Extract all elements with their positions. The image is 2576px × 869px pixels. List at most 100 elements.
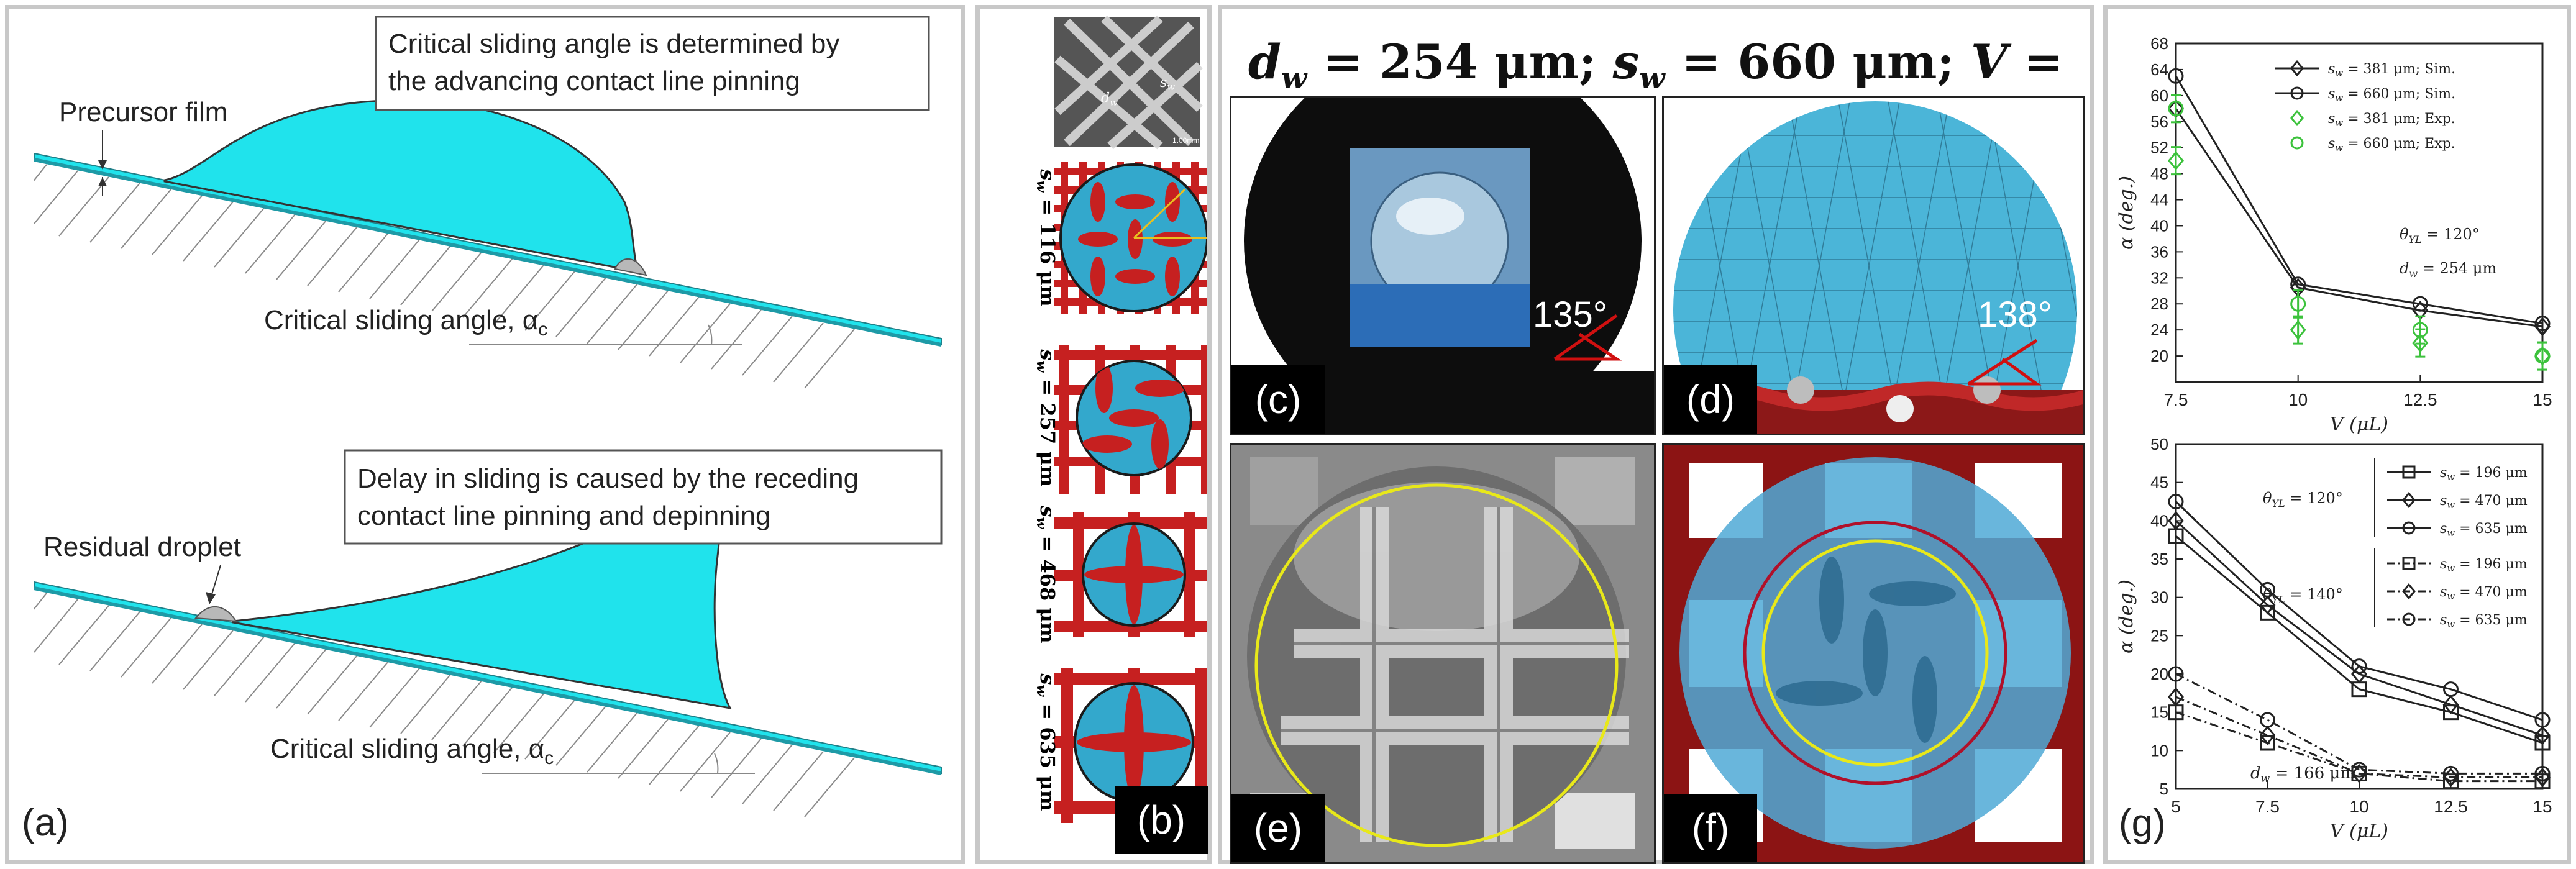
- precursor-arrow-head: [98, 160, 107, 170]
- chart-1-series-2-point: [2168, 494, 2184, 509]
- chart-1-series-2-point: [2534, 712, 2551, 728]
- chart-1-legend-marker: [2402, 521, 2416, 535]
- render-f-svg: [1664, 445, 2083, 862]
- chart-1-series-5-point: [2168, 666, 2184, 682]
- chart-0-ytick-label: 24: [2150, 321, 2168, 339]
- sw-label-116: sw = 116 μm: [1033, 168, 1059, 306]
- photo-c: 135° (c): [1230, 96, 1656, 435]
- chart-0-series-3-point: [2534, 348, 2551, 364]
- angle-c: 135°: [1533, 294, 1607, 335]
- chart-0-dw-annotation: dw = 254 μm: [2400, 260, 2496, 280]
- chart-1-legend-label: sw = 196 μm: [2440, 557, 2528, 574]
- chart-1-legend-label: sw = 635 μm: [2440, 521, 2528, 539]
- chart-1-series-3-point: [2260, 735, 2275, 751]
- sw-label-635: sw = 635 μm: [1033, 673, 1059, 811]
- chart-1-series-3-point: [2443, 773, 2459, 789]
- chart-1-series-4-point: [2442, 767, 2459, 788]
- chart-1-legend-label: sw = 470 μm: [2440, 493, 2528, 511]
- chart-1-legend-marker: [2402, 491, 2416, 509]
- chart-1-legend-marker: [2402, 557, 2416, 570]
- chart-1-theta-group-1: θYL = 140°: [2263, 586, 2343, 606]
- render-d: 138° (d): [1662, 96, 2085, 435]
- chart-0-ytick-label: 28: [2150, 294, 2168, 313]
- chart-1-series-4-line: [2175, 696, 2542, 778]
- chart-0-series-1-point: [2412, 296, 2428, 312]
- chart-0-series-0-line: [2175, 107, 2543, 328]
- chart-1-series-4-point: [2259, 726, 2276, 745]
- chart-1-series-5-point: [2443, 765, 2459, 781]
- chart-1-series-4-point: [2168, 687, 2184, 707]
- chart-0-legend-label: sw = 660 μm; Exp.: [2328, 136, 2455, 153]
- chart-0-xlabel: V (μL): [2330, 414, 2388, 435]
- chart-1-series-0-line: [2175, 535, 2543, 744]
- chart-0-xtick-label: 10: [2288, 390, 2308, 409]
- chart-0-frame: [2175, 42, 2544, 383]
- photo-e: (e): [1230, 443, 1656, 864]
- chart-0-series-1-line: [2175, 75, 2543, 325]
- chart-1-series-2-point: [2260, 581, 2275, 598]
- chart-1-series-1-point: [2442, 694, 2459, 714]
- angle-arc-top: [708, 324, 713, 345]
- pinning-ridge-top: [614, 258, 647, 276]
- chart-1-ytick-label: 35: [2150, 550, 2168, 568]
- sem-weave: [1054, 15, 1203, 150]
- chart-0-series-3-point: [2412, 322, 2428, 338]
- chart-1-ytick-label: 10: [2150, 741, 2168, 760]
- top-scene: [34, 99, 942, 389]
- chart-0-legend-label: sw = 381 μm; Exp.: [2328, 111, 2455, 129]
- chart-1-legend-marker: [2402, 465, 2416, 479]
- chart-1-theta-group-0: θYL = 120°: [2263, 489, 2343, 509]
- substrate-line-top: [34, 158, 942, 347]
- chart-1-series-5-line: [2175, 673, 2542, 775]
- chart-1-series-1-point: [2259, 595, 2276, 615]
- chart-1-series-0-point: [2534, 735, 2551, 751]
- callout-top-line1: Critical sliding angle is determined by: [388, 29, 839, 59]
- hatching-bottom: [34, 593, 855, 817]
- residual-droplet-label: Residual droplet: [43, 532, 241, 562]
- mesh-row-468: [1054, 512, 1207, 637]
- chart-1-ytick-label: 20: [2150, 665, 2168, 683]
- chart-0-ytick-label: 64: [2150, 60, 2168, 79]
- critical-angle-top-label: Critical sliding angle, αc: [264, 305, 547, 340]
- chart-0-series-3-point: [2290, 296, 2306, 312]
- residual-arrow-head: [206, 592, 216, 604]
- chart-1-xtick-label: 15: [2533, 797, 2552, 816]
- chart-1-xtick-label: 5: [2171, 797, 2181, 816]
- chart-1-ytick-label: 40: [2150, 511, 2168, 530]
- chart-1-series-3-line: [2175, 711, 2542, 783]
- chart-0-theta-annotation: θYL = 120°: [2400, 225, 2480, 245]
- precursor-film-label: Precursor film: [59, 97, 227, 127]
- label-f: (f): [1664, 794, 1757, 862]
- photo-e-svg: [1231, 445, 1654, 862]
- critical-angle-bottom-label: Critical sliding angle, αc: [270, 734, 554, 768]
- sw-label-468: sw = 468 μm: [1033, 505, 1059, 643]
- chart-1-series-1-line: [2175, 520, 2543, 737]
- chart-1-ytick-label: 45: [2150, 473, 2168, 492]
- chart-1-legend-label: sw = 470 μm: [2440, 585, 2528, 602]
- chart-0-series-2-point: [2168, 151, 2184, 171]
- chart-0-series-3-point: [2168, 101, 2184, 117]
- chart-0-series-0-point: [2534, 317, 2551, 337]
- chart-1-ytick-label: 25: [2150, 626, 2168, 645]
- chart-0-legend-marker: [2290, 109, 2304, 127]
- panel-center: dw = 254 μm; sw = 660 μm; V = 30 μL 135°…: [1218, 5, 2094, 864]
- panel-b-label: (b): [1115, 786, 1208, 854]
- chart-1-legend-marker: [2402, 612, 2416, 626]
- mesh-row-116: [1054, 162, 1207, 314]
- chart-0-series-1-point: [2168, 68, 2184, 84]
- callout-bottom-line1: Delay in sliding is caused by the recedi…: [357, 463, 859, 494]
- panel-a-label: (a): [22, 801, 69, 844]
- chart-1-xlabel: V (μL): [2330, 821, 2388, 842]
- photo-c-svg: [1231, 98, 1654, 434]
- callout-bottom-line2: contact line pinning and depinning: [357, 501, 770, 531]
- panel-g-label: (g): [2119, 802, 2166, 845]
- chart-0-ytick-label: 20: [2150, 347, 2168, 365]
- chart-1-legend-marker: [2402, 583, 2416, 600]
- chart-1-series-5-point: [2351, 762, 2367, 778]
- chart-0-series-2-point: [2290, 320, 2306, 340]
- chart-0-ytick-label: 32: [2150, 268, 2168, 287]
- chart-1-ytick-label: 5: [2160, 780, 2168, 798]
- chart-1-ylabel: α (deg.): [2116, 580, 2137, 653]
- chart-0-xtick-label: 7.5: [2164, 390, 2188, 409]
